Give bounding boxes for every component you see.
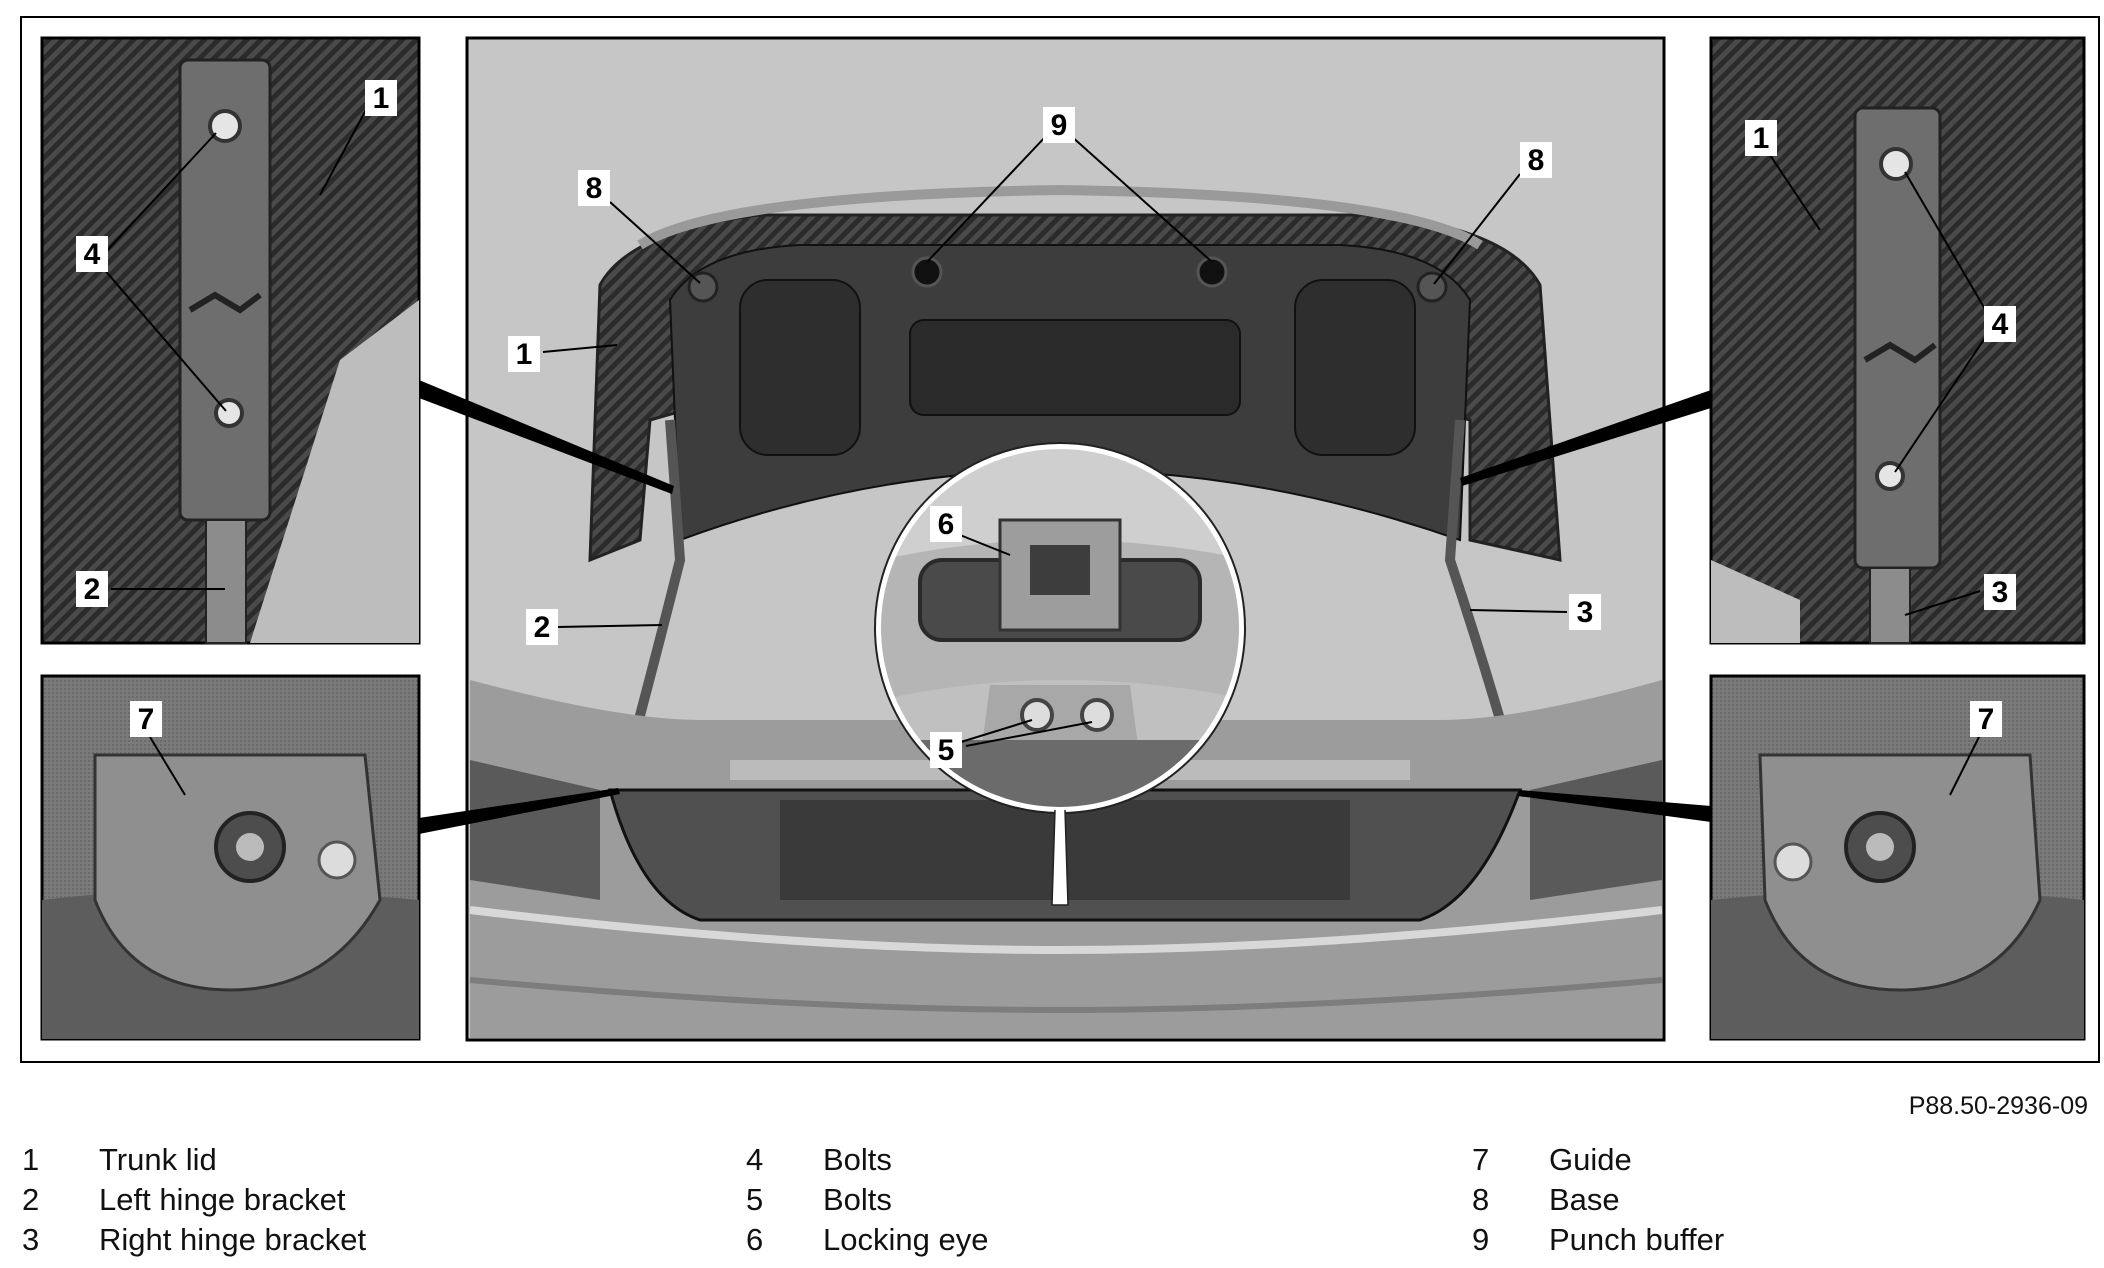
legend-item: 9 Punch buffer <box>1472 1220 1724 1260</box>
connector-wedge <box>419 380 674 494</box>
legend-label: Base <box>1549 1182 1620 1217</box>
callout-6-text: 6 <box>938 508 955 541</box>
callout-5-text: 5 <box>938 734 955 767</box>
legend-item: 7 Guide <box>1472 1140 1724 1180</box>
callout-2-main: 2 <box>526 609 558 645</box>
callout-4-left-inset-text: 4 <box>84 238 101 271</box>
left-guide-inset <box>40 674 421 1041</box>
callout-4-right-inset: 4 <box>1984 306 2016 342</box>
legend-label: Left hinge bracket <box>99 1182 346 1217</box>
callout-labels: 9 8 8 1 2 3 6 5 <box>76 80 2016 768</box>
callout-8-right: 8 <box>1520 142 1552 178</box>
callout-8-left-text: 8 <box>586 172 603 205</box>
callout-1-main-text: 1 <box>516 338 533 371</box>
callout-6: 6 <box>930 506 962 542</box>
legend-number: 4 <box>746 1142 764 1177</box>
legend-label: Punch buffer <box>1549 1222 1725 1257</box>
legend-label: Trunk lid <box>99 1142 217 1177</box>
legend-number: 9 <box>1472 1222 1490 1257</box>
callout-1-right-inset-text: 1 <box>1753 122 1770 155</box>
legend-label: Guide <box>1549 1142 1632 1177</box>
callout-1-left-inset-text: 1 <box>373 82 390 115</box>
callout-9-text: 9 <box>1051 109 1068 142</box>
legend-label: Right hinge bracket <box>99 1222 367 1257</box>
callout-4-right-inset-text: 4 <box>1992 308 2009 341</box>
callout-7-left-inset-text: 7 <box>138 703 155 736</box>
callout-7-left-inset: 7 <box>130 701 162 737</box>
callout-2-main-text: 2 <box>534 611 551 644</box>
callout-1-left-inset: 1 <box>365 80 397 116</box>
callout-4-left-inset: 4 <box>76 236 108 272</box>
legend-number: 5 <box>746 1182 764 1217</box>
connector-wedge <box>419 788 620 834</box>
callout-7-right-inset: 7 <box>1970 701 2002 737</box>
legend-number: 3 <box>22 1222 40 1257</box>
legend-item: 4 Bolts <box>746 1140 988 1180</box>
figure-id: P88.50-2936-09 <box>1908 1092 2088 1120</box>
legend-number: 6 <box>746 1222 764 1257</box>
callout-3-main-text: 3 <box>1577 596 1594 629</box>
legend-item: 1 Trunk lid <box>22 1140 366 1180</box>
leader-lines <box>102 107 1990 796</box>
callout-7-right-inset-text: 7 <box>1978 703 1995 736</box>
legend-item: 2 Left hinge bracket <box>22 1180 366 1220</box>
right-guide-inset <box>1709 674 2086 1041</box>
connector-wedge <box>1460 390 1711 486</box>
legend-number: 7 <box>1472 1142 1490 1177</box>
callout-3-right-inset: 3 <box>1984 574 2016 610</box>
legend-item: 3 Right hinge bracket <box>22 1220 366 1260</box>
legend-number: 8 <box>1472 1182 1490 1217</box>
callout-8-right-text: 8 <box>1528 144 1545 177</box>
legend-column-3: 7 Guide 8 Base 9 Punch buffer <box>1472 1140 1724 1260</box>
right-hinge-inset <box>1709 36 2086 645</box>
legend-number: 2 <box>22 1182 40 1217</box>
callout-1-right-inset: 1 <box>1745 120 1777 156</box>
callout-3-main: 3 <box>1569 594 1601 630</box>
legend-label: Bolts <box>823 1182 892 1217</box>
legend-label: Locking eye <box>823 1222 989 1257</box>
legend-item: 5 Bolts <box>746 1180 988 1220</box>
legend-item: 8 Base <box>1472 1180 1724 1220</box>
callout-8-left: 8 <box>578 170 610 206</box>
legend-number: 1 <box>22 1142 40 1177</box>
connector-wedge <box>1518 790 1711 822</box>
callout-1-main: 1 <box>508 336 540 372</box>
left-hinge-inset <box>40 36 421 645</box>
callout-2-left-inset-text: 2 <box>84 573 101 606</box>
legend-item: 6 Locking eye <box>746 1220 988 1260</box>
legend-label: Bolts <box>823 1142 892 1177</box>
legend-column-1: 1 Trunk lid 2 Left hinge bracket 3 Right hi… <box>22 1140 366 1260</box>
locking-eye-inset <box>874 442 1246 906</box>
callout-5: 5 <box>930 732 962 768</box>
callout-2-left-inset: 2 <box>76 571 108 607</box>
callout-3-right-inset-text: 3 <box>1992 576 2009 609</box>
callout-9: 9 <box>1043 107 1075 143</box>
